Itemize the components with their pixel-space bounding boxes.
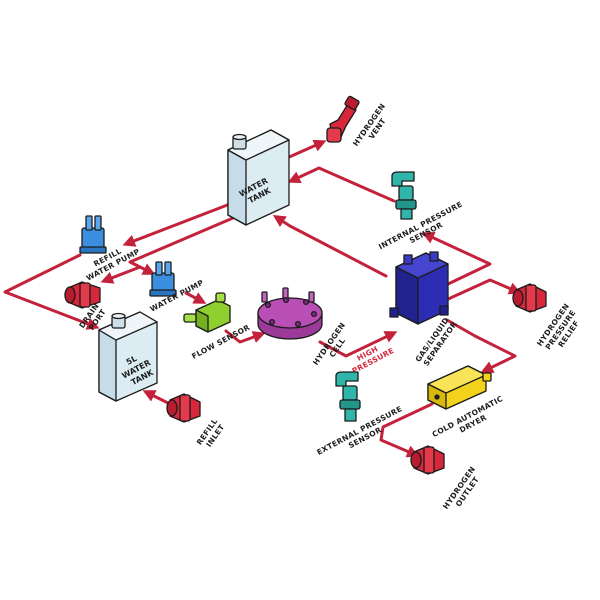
hydrogen-cell (257, 287, 323, 340)
hydrogen-pressure-relief-valve-icon (512, 283, 547, 313)
flow-sensor-icon (183, 292, 231, 333)
hydrogen-outlet-valve-icon (410, 445, 445, 475)
pipe-separator-to-int-sensor (421, 231, 492, 287)
pipe-separator-to-relief (444, 278, 522, 302)
internal-pressure-sensor-icon (391, 171, 417, 220)
pipes (3, 139, 522, 458)
5l-water-tank: 5L WATER TANK (98, 311, 158, 402)
svg-text:HYDROGEN VENT: HYDROGEN VENT (351, 99, 396, 153)
pipe-tank-to-water-pump (128, 216, 235, 275)
pipe-sensor-to-tank (287, 166, 396, 203)
water-pump-icon (149, 261, 177, 297)
external-pressure-label-1: EXTERNAL PRESSURE (315, 404, 403, 457)
pipe-dryer-to-outlet (379, 402, 434, 458)
refill-water-pump-icon (79, 215, 107, 254)
pipe-tank-to-refill-pump (122, 202, 232, 247)
pipe-separator-to-dryer (445, 318, 517, 373)
pipe-flow-sensor-to-cell (224, 329, 266, 344)
cold-automatic-dryer (427, 365, 492, 410)
svg-text:REFILL INLET: REFILL INLET (195, 414, 229, 451)
drain-port-valve-icon (64, 281, 101, 309)
refill-inlet-valve-icon (166, 393, 201, 423)
pipe-tank-to-drain (100, 265, 142, 284)
pipe-refill-pump-to-5l-tank (3, 253, 100, 330)
svg-text:HYDROGEN PRESSURE RELI: HYDROGEN PRESSURE RELIEF (535, 299, 587, 358)
gas-liquid-separator (389, 251, 449, 325)
pipe-cell-to-separator (318, 331, 398, 358)
svg-text:EXTERNAL PRESSURE SENSOR: EXTERNAL PRESSURE SENSOR (315, 403, 410, 465)
external-pressure-sensor-icon (335, 371, 361, 422)
internal-pressure-label-1: INTERNAL PRESSURE (377, 200, 464, 252)
pipe-pump-to-flow-sensor (184, 291, 207, 304)
pipe-separator-to-tank (272, 214, 388, 278)
svg-text:HYDROGEN OUTLET: HYDROGEN OUTLET (441, 462, 486, 516)
hydrogen-vent-valve-icon (326, 95, 360, 143)
pipe-tank-to-vent (285, 139, 327, 160)
water-tank: WATER TANK (227, 129, 290, 226)
